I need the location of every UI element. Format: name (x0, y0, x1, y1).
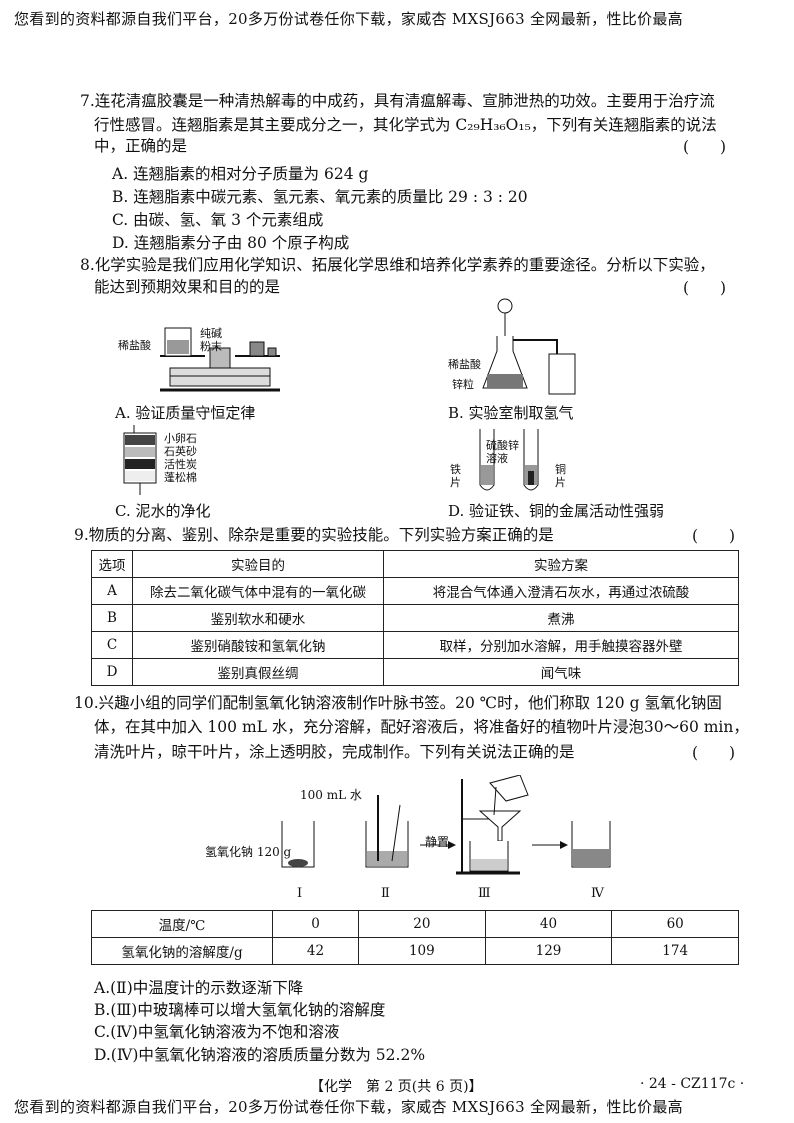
q7-line3: 中，正确的是 (94, 137, 188, 155)
label-b-zinc: 锌粒 (452, 378, 474, 391)
label-settle: 静置 (425, 835, 450, 849)
roman-1: Ⅰ (297, 886, 303, 901)
q10-option-a: A.(Ⅱ)中温度计的示数逐渐下降 (94, 979, 304, 997)
bottom-banner: 您看到的资料都源自我们平台，20多万份试卷任你下载，家威杏 MXSJ663 全网… (14, 1098, 683, 1116)
label-d-solution: 溶液 (486, 452, 508, 465)
q10-line1: 10.兴趣小组的同学们配制氢氧化钠溶液制作叶脉书签。20 ℃时，他们称取 120… (74, 694, 722, 712)
q10-option-d: D.(Ⅳ)中氢氧化钠溶液的溶质质量分数为 52.2% (94, 1046, 426, 1064)
q8-line1: 8.化学实验是我们应用化学知识、拓展化学思维和培养化学素养的重要途径。分析以下实… (80, 256, 715, 274)
label-water: 100 mL 水 (300, 788, 362, 802)
q10-option-b: B.(Ⅲ)中玻璃棒可以增大氢氧化钠的溶解度 (94, 1001, 386, 1019)
q7-line2: 行性感冒。连翘脂素是其主要成分之一，其化学式为 C₂₉H₃₆O₁₅，下列有关连翘… (94, 116, 717, 134)
table-cell: 除去二氧化碳气体中混有的一氧化碳 (132, 577, 384, 605)
q10-line3: 清洗叶片，晾干叶片，涂上透明胶，完成制作。下列有关说法正确的是 (94, 743, 575, 761)
table-cell: 42 (271, 937, 360, 965)
label-a-soda: 纯碱 (200, 327, 222, 340)
roman-3: Ⅲ (478, 886, 491, 901)
table-cell: 129 (484, 937, 613, 965)
balance-figure (160, 327, 280, 392)
table-cell: 温度/℃ (91, 910, 273, 938)
table-row: A 除去二氧化碳气体中混有的一氧化碳 将混合气体通入澄清石灰水，再通过浓硫酸 (91, 577, 739, 605)
label-b-hcl: 稀盐酸 (448, 358, 481, 371)
label-c-pebbles: 小卵石 (164, 432, 197, 445)
q7-option-d: D. 连翘脂素分子由 80 个原子构成 (112, 234, 350, 252)
table-cell: 174 (611, 937, 739, 965)
q8-caption-c: C. 泥水的净化 (115, 502, 211, 520)
water-filter-figure (123, 425, 157, 495)
q8-caption-a: A. 验证质量守恒定律 (115, 404, 256, 422)
table-cell: 60 (611, 910, 739, 938)
table-cell: A (91, 577, 133, 605)
label-c-carbon: 活性炭 (164, 458, 197, 471)
q7-answer-paren: ( ) (683, 138, 727, 156)
solubility-table: 温度/℃ 0 20 40 60 氢氧化钠的溶解度/g 42 109 129 17… (91, 910, 739, 965)
table-cell: 煮沸 (383, 604, 739, 632)
q9-header-plan: 实验方案 (383, 550, 739, 578)
label-d-iron: 铁 (450, 463, 461, 476)
table-cell: 鉴别硝酸铵和氢氧化钠 (132, 631, 384, 659)
q7-option-b: B. 连翘脂素中碳元素、氢元素、氧元素的质量比 29 : 3 : 20 (112, 188, 528, 206)
q10-answer-paren: ( ) (692, 744, 736, 762)
q8-caption-b: B. 实验室制取氢气 (448, 404, 574, 422)
label-naoh: 氢氧化钠 120 g (205, 845, 292, 859)
label-c-cotton: 蓬松棉 (164, 471, 197, 484)
test-tubes-figure (479, 429, 539, 491)
hydrogen-apparatus-figure (482, 298, 576, 395)
label-c-sand: 石英砂 (164, 445, 197, 458)
label-a-hcl: 稀盐酸 (118, 339, 151, 352)
q9-header-option: 选项 (91, 550, 133, 578)
table-cell: 20 (358, 910, 486, 938)
table-cell: 40 (484, 910, 613, 938)
table-row: 氢氧化钠的溶解度/g 42 109 129 174 (91, 937, 739, 965)
table-row: 温度/℃ 0 20 40 60 (91, 910, 739, 938)
q9-line1: 9.物质的分离、鉴别、除杂是重要的实验技能。下列实验方案正确的是 (74, 526, 554, 544)
roman-4: Ⅳ (591, 886, 604, 901)
table-cell: 将混合气体通入澄清石灰水，再通过浓硫酸 (383, 577, 739, 605)
table-cell: 鉴别真假丝绸 (132, 658, 384, 686)
table-cell: 109 (358, 937, 486, 965)
q8-line2: 能达到预期效果和目的的是 (94, 278, 281, 296)
q7-option-c: C. 由碳、氢、氧 3 个元素组成 (112, 211, 324, 229)
top-banner: 您看到的资料都源自我们平台，20多万份试卷任你下载，家威杏 MXSJ663 全网… (14, 10, 683, 28)
table-cell: 取样，分别加水溶解，用手触摸容器外壁 (383, 631, 739, 659)
q9-header-purpose: 实验目的 (132, 550, 384, 578)
table-cell: 鉴别软水和硬水 (132, 604, 384, 632)
q7-line1: 7.连花清瘟胶囊是一种清热解毒的中成药，具有清瘟解毒、宣肺泄热的功效。主要用于治… (80, 92, 715, 110)
page-footer: 【化学 第 2 页(共 6 页)】 (310, 1079, 483, 1095)
roman-2: Ⅱ (381, 886, 390, 901)
label-d-iron-piece: 片 (450, 476, 461, 489)
q7-option-a: A. 连翘脂素的相对分子质量为 624 g (112, 165, 369, 183)
table-cell: 闻气味 (383, 658, 739, 686)
q9-table: 选项 实验目的 实验方案 A 除去二氧化碳气体中混有的一氧化碳 将混合气体通入澄… (91, 550, 739, 686)
table-cell: 氢氧化钠的溶解度/g (91, 937, 273, 965)
q8-answer-paren: ( ) (683, 279, 727, 297)
table-row: D 鉴别真假丝绸 闻气味 (91, 658, 739, 686)
label-d-copper-piece: 片 (555, 476, 566, 489)
page-code: · 24 - CZ117c · (640, 1076, 745, 1092)
q8-caption-d: D. 验证铁、铜的金属活动性强弱 (448, 502, 665, 520)
table-row: B 鉴别软水和硬水 煮沸 (91, 604, 739, 632)
label-d-copper: 铜 (555, 463, 566, 476)
table-row: C 鉴别硝酸铵和氢氧化钠 取样，分别加水溶解，用手触摸容器外壁 (91, 631, 739, 659)
table-cell: D (91, 658, 133, 686)
q10-line2: 体，在其中加入 100 mL 水，充分溶解，配好溶液后，将准备好的植物叶片浸泡3… (94, 718, 749, 736)
label-a-powder: 粉末 (200, 340, 222, 353)
q10-option-c: C.(Ⅳ)中氢氧化钠溶液为不饱和溶液 (94, 1023, 340, 1041)
table-cell: 0 (271, 910, 360, 938)
table-cell: B (91, 604, 133, 632)
q9-answer-paren: ( ) (692, 527, 736, 545)
table-cell: C (91, 631, 133, 659)
solution-process-figure (281, 775, 611, 875)
label-d-znso4: 硫酸锌 (486, 439, 519, 452)
